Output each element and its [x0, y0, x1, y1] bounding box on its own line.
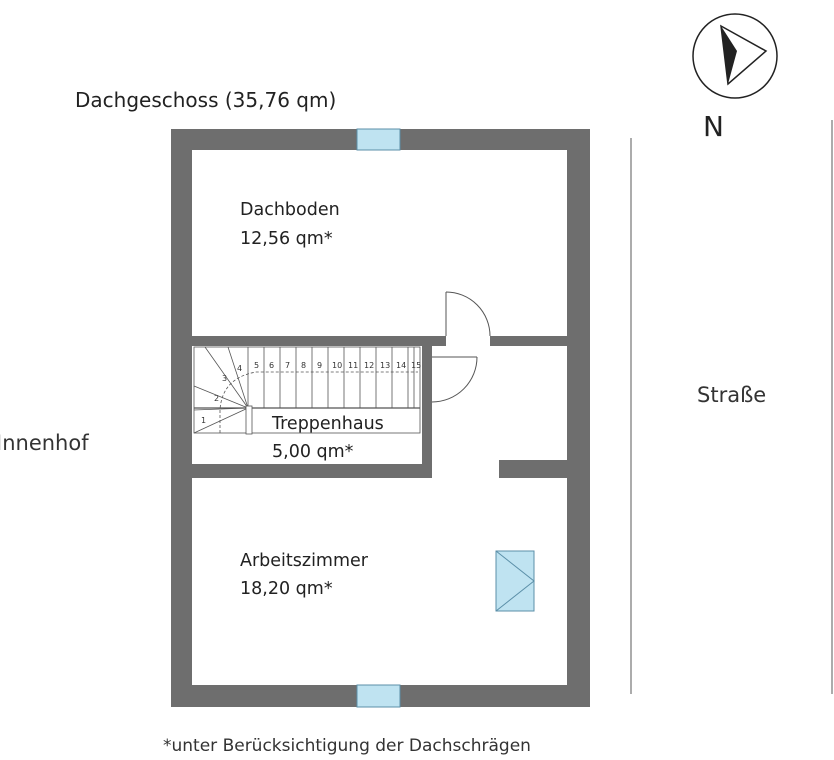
compass-icon — [692, 13, 778, 99]
door-dachboden — [445, 291, 491, 337]
window-south — [356, 684, 401, 708]
footnote: *unter Berücksichtigung der Dachschrägen — [163, 736, 531, 756]
door-treppenhaus — [431, 356, 478, 403]
room-name-treppenhaus: Treppenhaus — [272, 414, 384, 434]
step-number: 15 — [411, 361, 421, 370]
step-number: 10 — [332, 361, 342, 370]
room-area-treppenhaus: 5,00 qm* — [272, 442, 354, 462]
step-number: 4 — [237, 364, 242, 373]
step-number: 8 — [301, 361, 306, 370]
window-north — [356, 128, 401, 151]
walls — [171, 129, 590, 707]
step-number: 11 — [348, 361, 358, 370]
room-area-dachboden: 12,56 qm* — [240, 229, 333, 249]
step-number: 13 — [380, 361, 390, 370]
courtyard-label: Innenhof — [0, 431, 89, 455]
step-number: 9 — [317, 361, 322, 370]
room-name-arbeitszimmer: Arbeitszimmer — [240, 551, 368, 571]
step-number: 14 — [396, 361, 406, 370]
skylight — [495, 550, 535, 612]
room-name-dachboden: Dachboden — [240, 200, 340, 220]
step-number: 12 — [364, 361, 374, 370]
step-number: 6 — [269, 361, 274, 370]
street-label: Straße — [697, 383, 767, 407]
room-area-arbeitszimmer: 18,20 qm* — [240, 579, 333, 599]
step-number: 7 — [285, 361, 290, 370]
staircase — [193, 346, 421, 435]
step-number: 2 — [214, 394, 219, 403]
north-label: N — [703, 110, 724, 143]
stair-step-numbers: 1 2 3 4 5 6 7 8 9 10 11 12 13 14 15 — [201, 361, 421, 425]
step-number: 3 — [222, 374, 227, 383]
floor-title: Dachgeschoss (35,76 qm) — [75, 88, 337, 112]
step-number: 5 — [254, 361, 259, 370]
step-number: 1 — [201, 416, 206, 425]
